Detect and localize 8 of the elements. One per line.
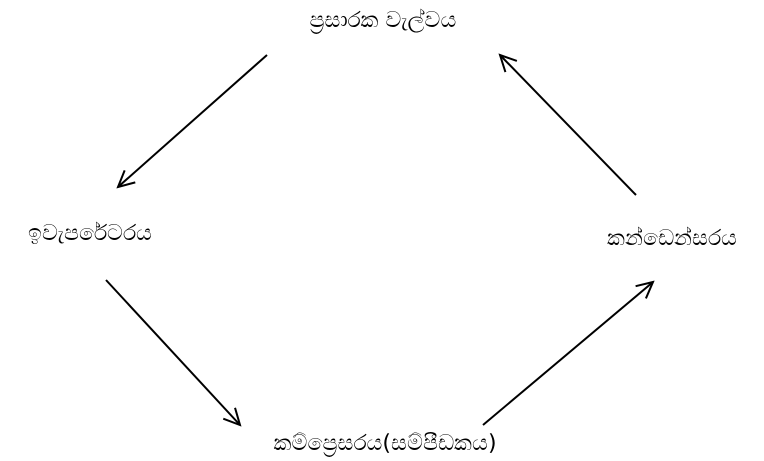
arrow [105,279,241,426]
arrow [482,281,654,426]
arrow [117,54,268,188]
node-label: කම්ප්‍රෙසරය(සම්පීඩකය) [273,430,497,456]
node-label: ඉවැපරේටරය [28,221,152,246]
arrow [499,54,637,196]
node-label: කන්ඩෙන්සරය [607,226,737,251]
node-label: ප්‍රසාරක වැල්වය [310,7,456,33]
